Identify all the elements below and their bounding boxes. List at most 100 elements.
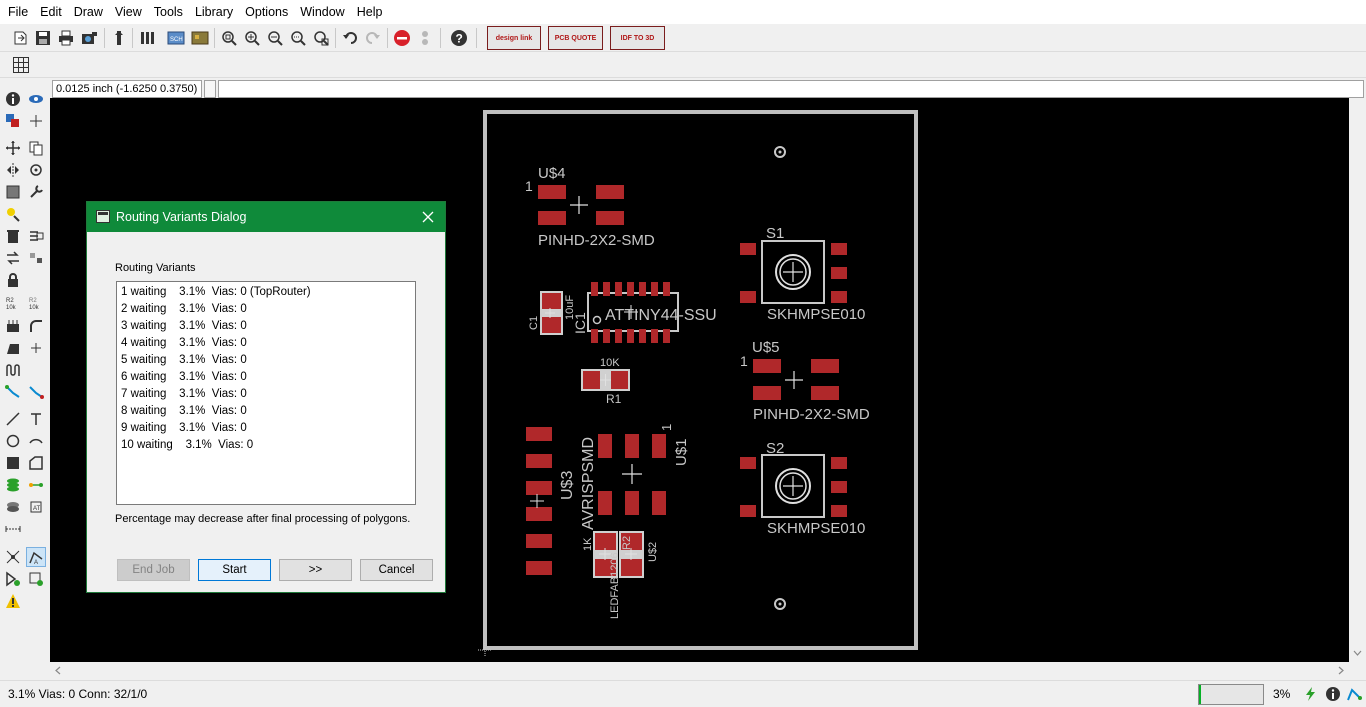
polygon-icon[interactable] — [26, 453, 46, 473]
arc-icon[interactable] — [26, 431, 46, 451]
schematic-icon[interactable]: SCH — [165, 27, 187, 49]
menu-tools[interactable]: Tools — [153, 5, 183, 19]
lightning-icon[interactable] — [1303, 686, 1319, 702]
list-item[interactable]: 10 waiting 3.1% Vias: 0 — [121, 439, 254, 451]
board-icon[interactable] — [189, 27, 211, 49]
ripup-icon[interactable] — [26, 382, 46, 402]
autorouter-icon[interactable]: A — [26, 547, 46, 567]
chevron-left-icon[interactable] — [54, 666, 62, 675]
list-item[interactable]: 3 waiting 3.1% Vias: 0 — [121, 320, 247, 332]
pcb-quote-button[interactable]: PCB QUOTE — [548, 26, 603, 50]
list-item[interactable]: 9 waiting 3.1% Vias: 0 — [121, 422, 247, 434]
menu-file[interactable]: File — [8, 5, 29, 19]
list-item[interactable]: 4 waiting 3.1% Vias: 0 — [121, 337, 247, 349]
dialog-title-bar[interactable]: Routing Variants Dialog — [87, 202, 445, 232]
horizontal-scrollbar[interactable] — [50, 662, 1353, 679]
group-icon[interactable] — [3, 182, 23, 202]
move-icon[interactable] — [3, 138, 23, 158]
component-u5[interactable]: U$5 1 PINHD-2X2-SMD — [740, 339, 870, 423]
zoom-in-icon[interactable] — [241, 27, 263, 49]
delete-icon[interactable] — [3, 226, 23, 246]
signal-icon[interactable] — [26, 475, 46, 495]
warning-icon[interactable] — [3, 591, 23, 611]
miter-icon[interactable] — [26, 316, 46, 336]
erc-icon[interactable] — [3, 569, 23, 589]
component-ic1[interactable]: ATTINY44-SSU IC1 — [572, 282, 717, 343]
menu-help[interactable]: Help — [356, 5, 383, 19]
route-status-icon[interactable] — [1346, 686, 1362, 702]
chevron-down-icon[interactable] — [1353, 649, 1362, 657]
lock-icon[interactable] — [3, 270, 23, 290]
component-s1[interactable]: S1 SKHMPSE010 — [740, 225, 865, 323]
text-icon[interactable] — [26, 409, 46, 429]
list-item[interactable]: 6 waiting 3.1% Vias: 0 — [121, 371, 247, 383]
design-link-button[interactable]: design link — [487, 26, 541, 50]
show-icon[interactable] — [26, 89, 46, 109]
idf-to-3d-button[interactable]: IDF TO 3D — [610, 26, 665, 50]
layer-display-icon[interactable] — [3, 111, 23, 131]
vertical-scrollbar[interactable] — [1349, 98, 1366, 662]
pinswap-icon[interactable] — [3, 248, 23, 268]
end-job-button[interactable]: End Job — [117, 559, 190, 581]
command-input[interactable] — [218, 80, 1364, 98]
menu-draw[interactable]: Draw — [73, 5, 103, 19]
print-icon[interactable] — [55, 27, 77, 49]
component-u4[interactable]: U$4 1 PINHD-2X2-SMD — [525, 165, 655, 249]
menu-edit[interactable]: Edit — [40, 5, 62, 19]
circle-icon[interactable] — [3, 431, 23, 451]
drc-icon[interactable] — [26, 569, 46, 589]
zoom-out-icon[interactable] — [264, 27, 286, 49]
replace-icon[interactable] — [26, 248, 46, 268]
save-icon[interactable] — [32, 27, 54, 49]
stop-icon[interactable] — [391, 27, 413, 49]
zoom-fit-icon[interactable] — [218, 27, 240, 49]
component-c1[interactable]: C1 10uF — [528, 291, 576, 335]
component-u3[interactable]: U$3 AVRISPSMD — [526, 427, 597, 575]
dimension-icon[interactable] — [3, 519, 23, 539]
split-icon[interactable] — [3, 316, 23, 336]
cancel-button[interactable]: Cancel — [360, 559, 433, 581]
hole-icon[interactable] — [3, 497, 23, 517]
list-item[interactable]: 2 waiting 3.1% Vias: 0 — [121, 303, 247, 315]
add-icon[interactable] — [26, 226, 46, 246]
menu-view[interactable]: View — [114, 5, 142, 19]
next-variant-button[interactable]: >> — [279, 559, 352, 581]
via-icon[interactable] — [3, 475, 23, 495]
change-icon[interactable] — [26, 182, 46, 202]
copy-icon[interactable] — [26, 138, 46, 158]
start-button[interactable]: Start — [198, 559, 271, 581]
component-s2[interactable]: S2 SKHMPSE010 — [740, 440, 865, 537]
chevron-right-icon[interactable] — [1337, 666, 1345, 675]
grid-icon[interactable] — [10, 54, 32, 76]
component-u1[interactable]: U$1 1 — [598, 424, 690, 515]
menu-window[interactable]: Window — [300, 5, 345, 19]
open-icon[interactable] — [10, 27, 32, 49]
rotate-icon[interactable] — [26, 160, 46, 180]
attribute-icon[interactable]: AT — [26, 497, 46, 517]
cam-processor-icon[interactable] — [78, 27, 100, 49]
menu-options[interactable]: Options — [245, 5, 289, 19]
wire-icon[interactable] — [3, 409, 23, 429]
optimize-icon[interactable] — [3, 338, 23, 358]
paste-icon[interactable] — [3, 204, 23, 224]
mark-icon[interactable] — [26, 111, 46, 131]
meander-icon[interactable] — [26, 338, 46, 358]
menu-library[interactable]: Library — [194, 5, 234, 19]
zoom-area-icon[interactable] — [310, 27, 332, 49]
component-r2-led[interactable]: 1K R2 U$2 LEDFAB1206 — [582, 531, 659, 619]
dialog-close-button[interactable] — [417, 206, 439, 228]
rectangle-icon[interactable] — [3, 453, 23, 473]
info-status-icon[interactable] — [1325, 686, 1341, 702]
redo-icon[interactable] — [362, 27, 384, 49]
mirror-icon[interactable] — [3, 160, 23, 180]
route-icon[interactable] — [3, 382, 23, 402]
component-r1[interactable]: 10K R1 — [581, 357, 630, 406]
wire-bend-icon[interactable] — [3, 360, 23, 380]
zoom-select-icon[interactable] — [287, 27, 309, 49]
list-item[interactable]: 1 waiting 3.1% Vias: 0 (TopRouter) — [121, 286, 311, 298]
info-icon[interactable] — [3, 89, 23, 109]
script-icon[interactable] — [108, 27, 130, 49]
routing-variants-list[interactable]: 1 waiting 3.1% Vias: 0 (TopRouter) 2 wai… — [116, 281, 416, 505]
